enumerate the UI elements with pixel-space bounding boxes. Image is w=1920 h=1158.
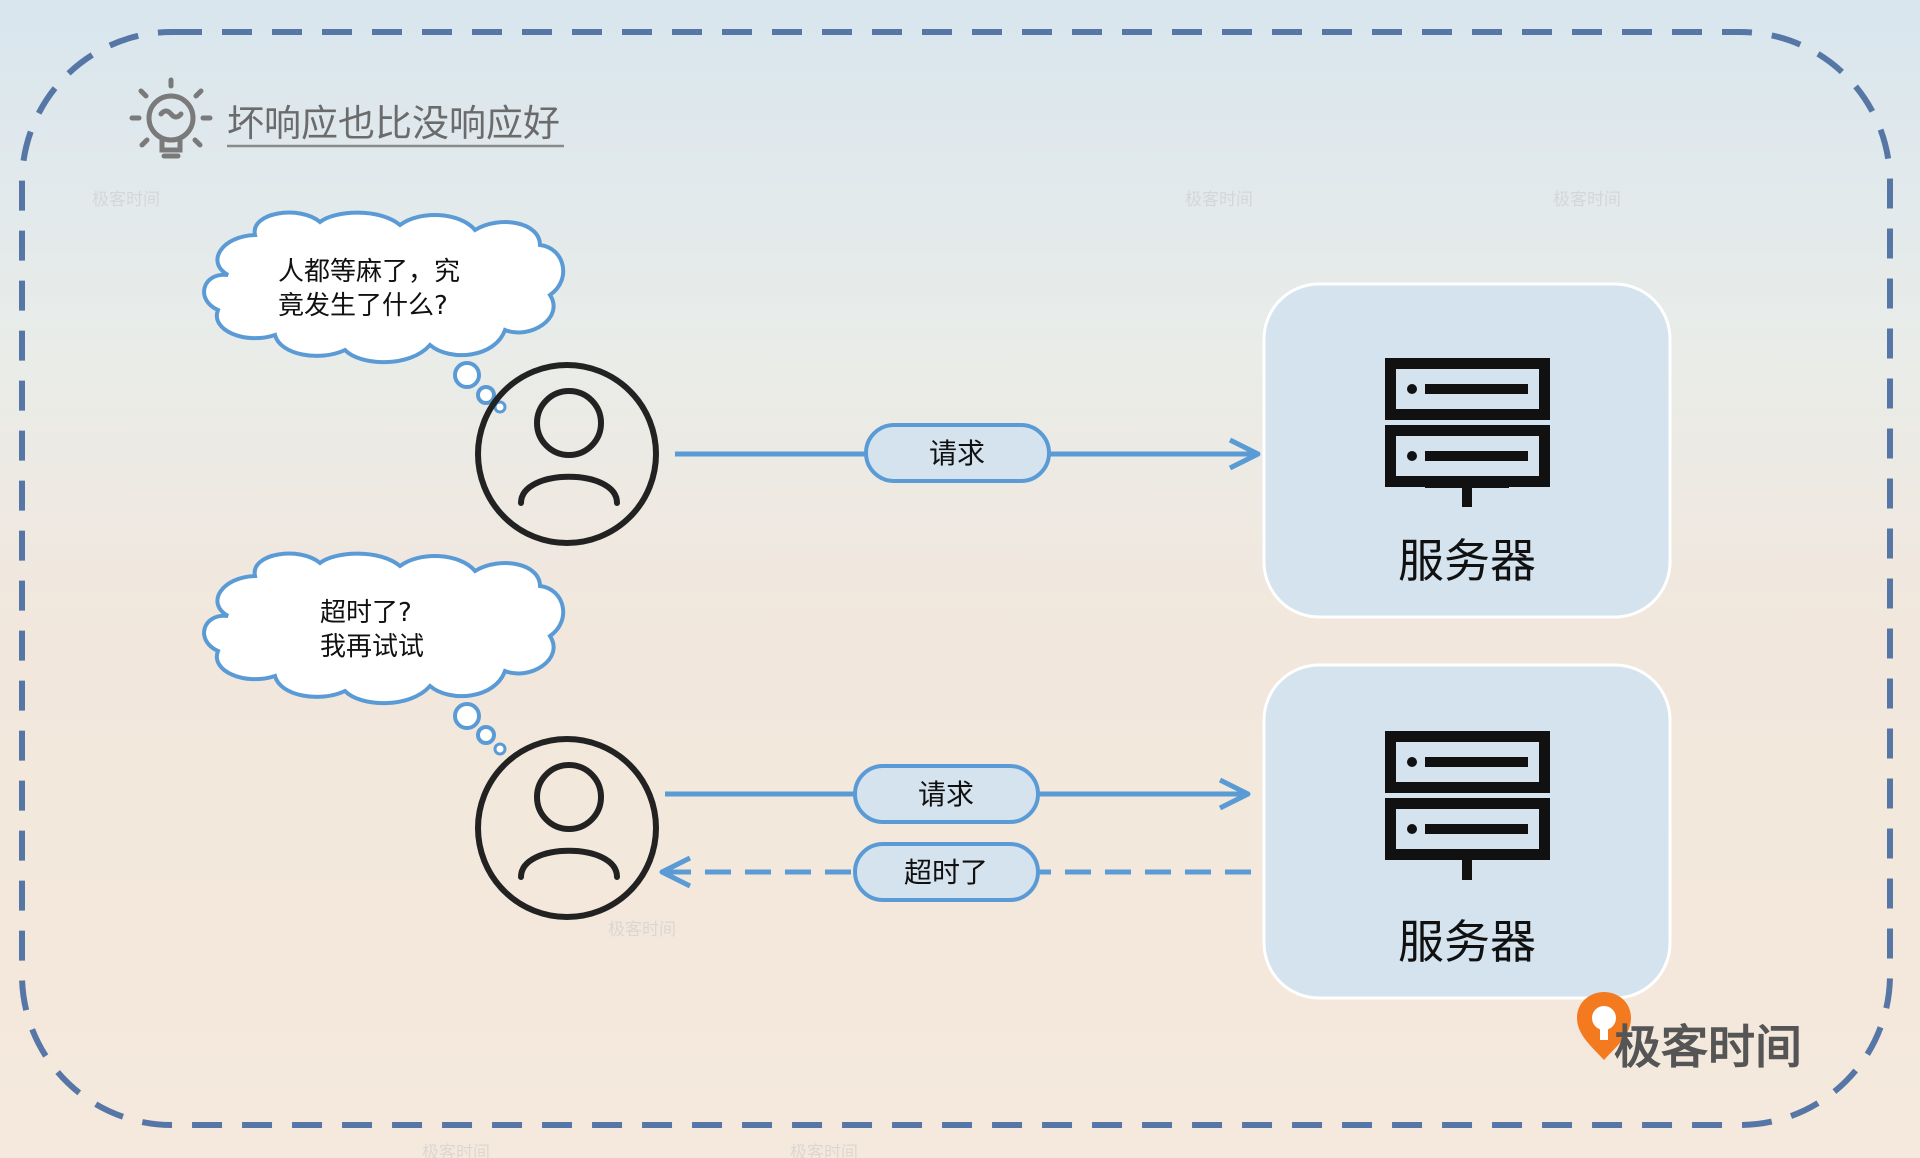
thought-text-top-line2: 竟发生了什么? (278, 291, 448, 321)
request-label-bottom: 请求 (918, 778, 974, 811)
watermarks: 极客时间 极客时间 极客时间 极客时间 极客时间 极客时间 (92, 190, 1621, 1158)
thought-text-bottom-line1: 超时了? (320, 598, 412, 628)
arrowhead-left-icon (659, 855, 692, 889)
arrowhead-right-icon (1228, 437, 1261, 471)
server-label-bottom: 服务器 (1398, 915, 1536, 969)
request-pill-top (864, 423, 1051, 483)
watermark-text: 极客时间 (92, 190, 160, 210)
server-label-top: 服务器 (1398, 534, 1536, 588)
request-pill-bottom (853, 764, 1040, 824)
thought-text-top-line1: 人都等麻了，究 (278, 257, 460, 287)
watermark-text: 极客时间 (1185, 190, 1253, 210)
watermark-text: 极客时间 (422, 1143, 490, 1158)
dashed-frame (19, 29, 1893, 1128)
watermark-text: 极客时间 (1553, 190, 1621, 210)
server-icon (1385, 731, 1550, 880)
thought-bubble-bottom (202, 551, 566, 756)
lightbulb-icon (129, 77, 213, 159)
page-title: 坏响应也比没响应好 (227, 102, 560, 145)
server-icon (1385, 358, 1550, 507)
timeout-pill (853, 842, 1040, 902)
timeout-label: 超时了 (904, 856, 988, 889)
arrowhead-right-icon (1218, 777, 1251, 811)
brand-logo-icon (1577, 992, 1631, 1060)
brand-text: 极客时间 (1614, 1020, 1802, 1074)
thought-text-bottom-line2: 我再试试 (320, 632, 424, 662)
watermark-text: 极客时间 (790, 1143, 858, 1158)
thought-bubble-top (202, 210, 566, 414)
watermark-text: 极客时间 (608, 920, 676, 940)
user-avatar-icon (475, 362, 659, 546)
user-avatar-icon (475, 736, 659, 920)
request-label-top: 请求 (929, 437, 985, 470)
